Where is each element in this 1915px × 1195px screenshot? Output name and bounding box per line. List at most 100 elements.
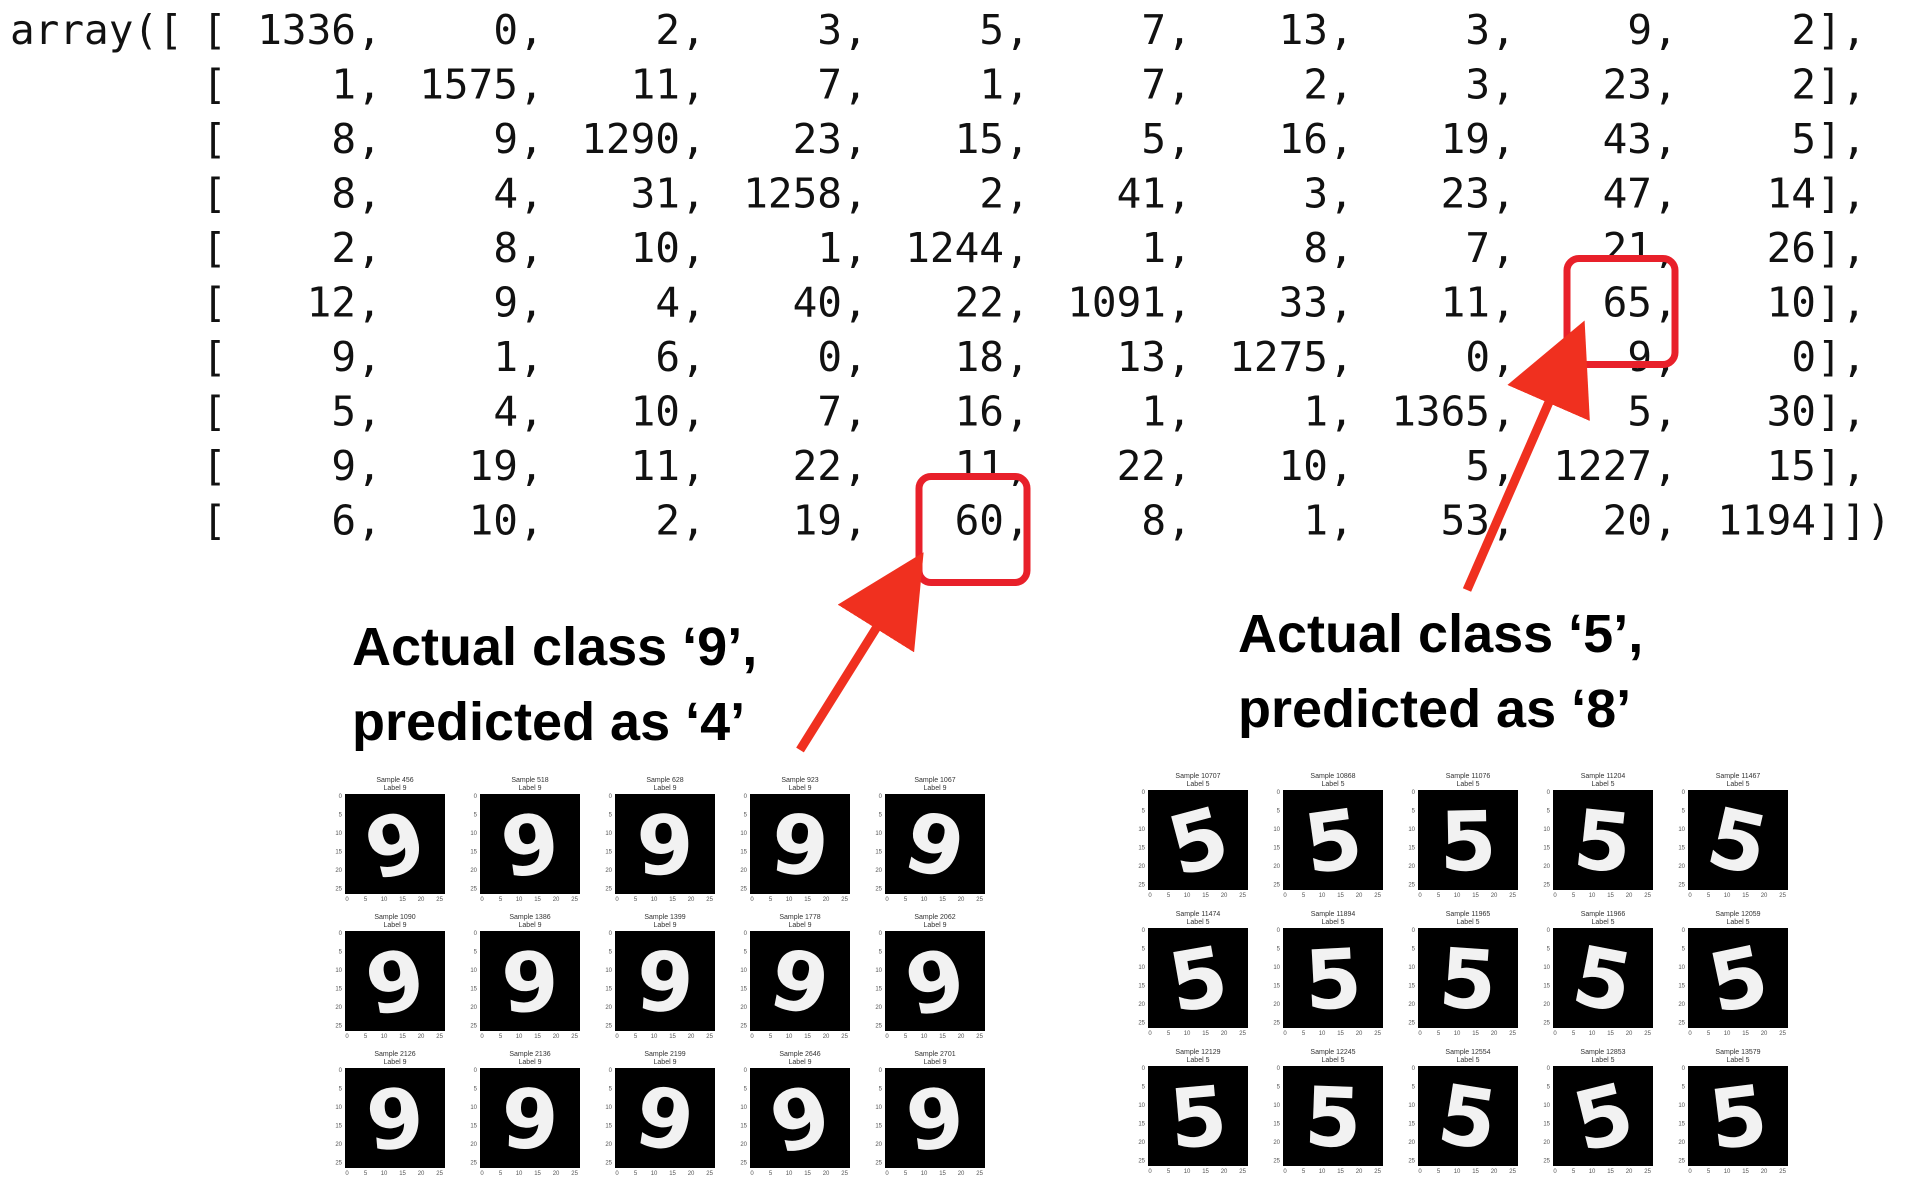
cell-separator: , xyxy=(357,388,382,436)
cell-separator: , xyxy=(681,6,706,54)
cell-separator: , xyxy=(1005,333,1030,381)
sample-label: Label 9 xyxy=(519,1059,542,1066)
axis-tick-label: 25 xyxy=(740,1024,747,1030)
axis-tick-label: 5 xyxy=(609,1087,613,1093)
digit-image xyxy=(345,931,445,1031)
axis-tick-label: 10 xyxy=(516,1034,523,1040)
sample-label: Label 9 xyxy=(519,922,542,929)
axis-tick-label: 20 xyxy=(1626,1031,1633,1037)
caption-left: Actual class ‘9’, predicted as ‘4’ xyxy=(352,617,757,752)
axis-tick-label: 20 xyxy=(1543,1140,1550,1146)
axis-tick-label: 20 xyxy=(470,1142,477,1148)
matrix-cell: 3 xyxy=(1303,170,1328,218)
axis-tick-label: 15 xyxy=(804,1034,811,1040)
axis-tick-label: 20 xyxy=(1626,1169,1633,1175)
cell-separator: , xyxy=(1005,279,1030,327)
axis-tick-label: 5 xyxy=(474,950,478,956)
cell-separator: , xyxy=(1491,224,1516,272)
cell-separator: , xyxy=(1653,170,1678,218)
sample-label: Label 9 xyxy=(924,922,947,929)
cell-separator: , xyxy=(843,388,868,436)
digit-glyph: 9 xyxy=(500,1072,560,1169)
matrix-cell: 22 xyxy=(793,442,842,490)
axis-tick-label: 5 xyxy=(1142,809,1146,815)
axis-tick-label: 15 xyxy=(875,850,882,856)
axis-tick-label: 5 xyxy=(474,1087,478,1093)
axis-tick-label: 20 xyxy=(335,1142,342,1148)
cell-separator: , xyxy=(1491,388,1516,436)
axis-tick-label: 10 xyxy=(516,897,523,903)
matrix-cell: 4 xyxy=(493,170,518,218)
axis-tick-label: 0 xyxy=(1553,893,1557,899)
cell-separator: , xyxy=(843,170,868,218)
axis-tick-label: 0 xyxy=(1277,928,1281,934)
matrix-cell: 2 xyxy=(1791,6,1816,54)
digit-image xyxy=(1688,928,1788,1028)
sample-label: Label 9 xyxy=(654,785,677,792)
cell-separator: , xyxy=(1491,279,1516,327)
axis-tick-label: 25 xyxy=(976,897,983,903)
matrix-cell: 1 xyxy=(817,224,842,272)
matrix-cell: 9 xyxy=(493,115,518,163)
cell-separator: , xyxy=(519,170,544,218)
cell-separator: , xyxy=(357,6,382,54)
matrix-cell: 1 xyxy=(331,61,356,109)
axis-tick-label: 15 xyxy=(1742,1169,1749,1175)
axis-tick-label: 10 xyxy=(470,968,477,974)
digit-image xyxy=(1418,1066,1518,1166)
sample-label: Label 5 xyxy=(1187,1057,1210,1064)
cell-separator: , xyxy=(1491,61,1516,109)
axis-tick-label: 25 xyxy=(436,897,443,903)
sample-label: Label 5 xyxy=(1727,781,1750,788)
axis-tick-label: 15 xyxy=(399,1034,406,1040)
row-open-bracket: [ xyxy=(202,388,227,436)
axis-tick-label: 10 xyxy=(470,1105,477,1111)
axis-tick-label: 25 xyxy=(571,1034,578,1040)
axis-tick-label: 5 xyxy=(609,813,613,819)
digit-glyph: 5 xyxy=(1569,792,1636,892)
matrix-cell: 0 xyxy=(817,333,842,381)
axis-tick-label: 20 xyxy=(418,1171,425,1177)
sample-label: Label 5 xyxy=(1187,781,1210,788)
axis-tick-label: 25 xyxy=(1543,1159,1550,1165)
digit-glyph: 9 xyxy=(363,1071,428,1171)
axis-tick-label: 10 xyxy=(1408,827,1415,833)
axis-tick-label: 0 xyxy=(879,1068,883,1074)
cell-separator: , xyxy=(357,497,382,545)
sample-label: Label 5 xyxy=(1457,781,1480,788)
axis-tick-label: 20 xyxy=(1408,1002,1415,1008)
axis-tick-label: 20 xyxy=(1356,1031,1363,1037)
axis-tick-label: 0 xyxy=(339,1068,343,1074)
axis-tick-label: 10 xyxy=(875,831,882,837)
digit-image xyxy=(1283,790,1383,890)
sample-label: Label 5 xyxy=(1322,1057,1345,1064)
matrix-cell: 6 xyxy=(331,497,356,545)
cell-separator: , xyxy=(519,279,544,327)
matrix-cell: 19 xyxy=(793,497,842,545)
matrix-cell: 2 xyxy=(331,224,356,272)
axis-tick-label: 15 xyxy=(1138,1122,1145,1128)
axis-tick-label: 0 xyxy=(744,931,748,937)
axis-tick-label: 10 xyxy=(921,897,928,903)
axis-tick-label: 0 xyxy=(1682,790,1686,796)
axis-tick-label: 15 xyxy=(1337,893,1344,899)
axis-tick-label: 20 xyxy=(1543,864,1550,870)
axis-tick-label: 25 xyxy=(1273,883,1280,889)
cell-separator: , xyxy=(1329,224,1354,272)
axis-tick-label: 15 xyxy=(875,1124,882,1130)
axis-tick-label: 15 xyxy=(1742,1031,1749,1037)
axis-tick-label: 5 xyxy=(499,1171,503,1177)
axis-tick-label: 25 xyxy=(335,1024,342,1030)
axis-tick-label: 20 xyxy=(335,868,342,874)
axis-tick-label: 15 xyxy=(875,987,882,993)
axis-tick-label: 10 xyxy=(1589,1169,1596,1175)
digit-image xyxy=(1688,1066,1788,1166)
digit-glyph: 5 xyxy=(1298,791,1368,893)
sample-title: Sample 11204 xyxy=(1581,773,1626,780)
digit-image xyxy=(1148,790,1248,890)
axis-tick-label: 15 xyxy=(605,987,612,993)
axis-tick-label: 15 xyxy=(534,1171,541,1177)
